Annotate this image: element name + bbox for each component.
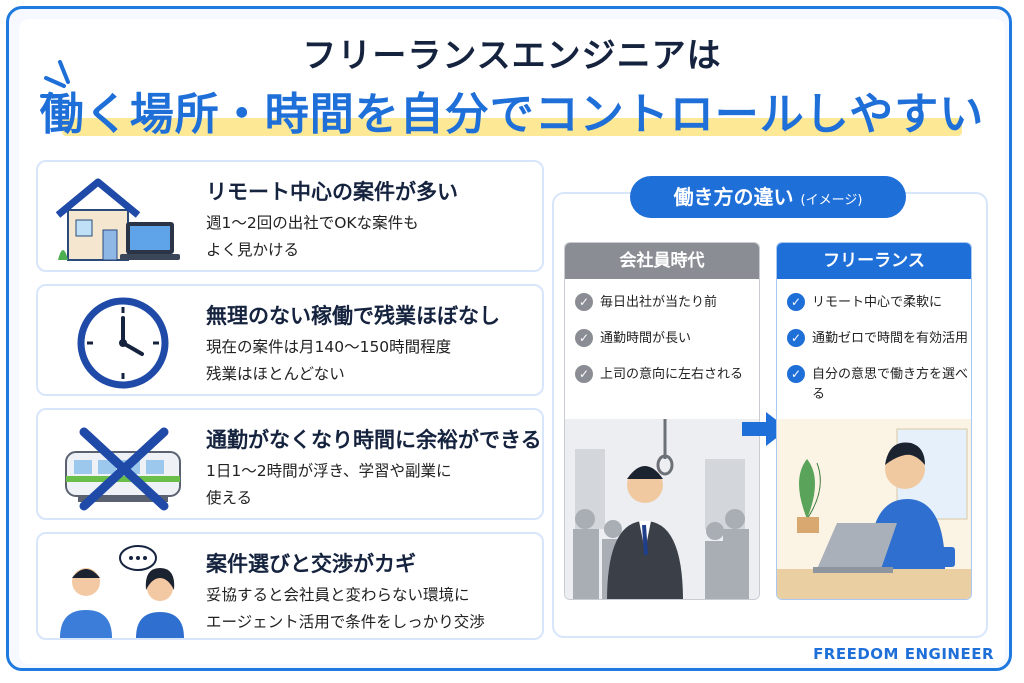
card-title: 通勤がなくなり時間に余裕ができる xyxy=(206,428,542,452)
house-laptop-icon xyxy=(55,178,180,261)
feature-card-overtime: 無理のない稼働で残業ほぼなし 現在の案件は月140〜150時間程度 残業はほとん… xyxy=(36,284,544,396)
clock-icon xyxy=(77,297,169,389)
check-icon: ✓ xyxy=(787,293,805,311)
feature-card-negotiation: 案件選びと交渉がカギ 妥協すると会社員と変わらない環境に エージェント活用で条件… xyxy=(36,532,544,640)
list-item: ✓上司の意向に左右される xyxy=(575,365,759,401)
list-item: ✓自分の意思で働き方を選べる xyxy=(787,365,971,402)
freelance-header: フリーランス xyxy=(777,243,971,279)
check-icon: ✓ xyxy=(787,329,805,347)
remote-worker-illustration xyxy=(777,419,971,599)
card-desc: 1日1〜2時間が浮き、学習や副業に 使える xyxy=(206,462,452,507)
title-line-1: フリーランスエンジニアは xyxy=(302,36,722,76)
card-desc: 妥協すると会社員と変わらない環境に エージェント活用で条件をしっかり交渉 xyxy=(206,586,485,631)
card-title: 無理のない稼働で残業ほぼなし xyxy=(206,304,500,328)
card-title: リモート中心の案件が多い xyxy=(206,180,458,204)
check-icon: ✓ xyxy=(787,365,805,383)
list-item: ✓通勤ゼロで時間を有効活用 xyxy=(787,329,971,365)
list-item: ✓リモート中心で柔軟に xyxy=(787,293,971,329)
title-highlight xyxy=(62,118,962,136)
feature-card-remote: リモート中心の案件が多い 週1〜2回の出社でOKな案件も よく見かける xyxy=(36,160,544,272)
comparison-title: 働き方の違い xyxy=(673,185,794,209)
employee-column: 会社員時代 ✓毎日出社が当たり前 ✓通勤時間が長い ✓上司の意向に左右される xyxy=(564,242,760,600)
emphasis-lines-icon xyxy=(40,60,70,98)
comparison-note: (イメージ) xyxy=(800,193,863,208)
check-icon: ✓ xyxy=(575,293,593,311)
check-icon: ✓ xyxy=(575,329,593,347)
check-icon: ✓ xyxy=(575,365,593,383)
comparison-title-pill: 働き方の違い (イメージ) xyxy=(630,176,906,218)
title-line-2: 働く場所・時間を自分でコントロールしやすい xyxy=(39,89,985,140)
commuter-illustration xyxy=(565,419,759,599)
people-talking-icon xyxy=(60,545,184,638)
card-desc: 週1〜2回の出社でOKな案件も よく見かける xyxy=(206,214,419,259)
card-title: 案件選びと交渉がカギ xyxy=(206,552,416,576)
card-desc: 現在の案件は月140〜150時間程度 残業はほとんどない xyxy=(206,338,452,383)
list-item: ✓毎日出社が当たり前 xyxy=(575,293,759,329)
brand-logo: FREEDOM ENGINEER xyxy=(813,645,994,663)
freelance-column: フリーランス ✓リモート中心で柔軟に ✓通勤ゼロで時間を有効活用 ✓自分の意思で… xyxy=(776,242,972,600)
crossed-train-icon xyxy=(65,427,181,511)
feature-card-commute: 通勤がなくなり時間に余裕ができる 1日1〜2時間が浮き、学習や副業に 使える xyxy=(36,408,544,520)
list-item: ✓通勤時間が長い xyxy=(575,329,759,365)
employee-header: 会社員時代 xyxy=(565,243,759,279)
